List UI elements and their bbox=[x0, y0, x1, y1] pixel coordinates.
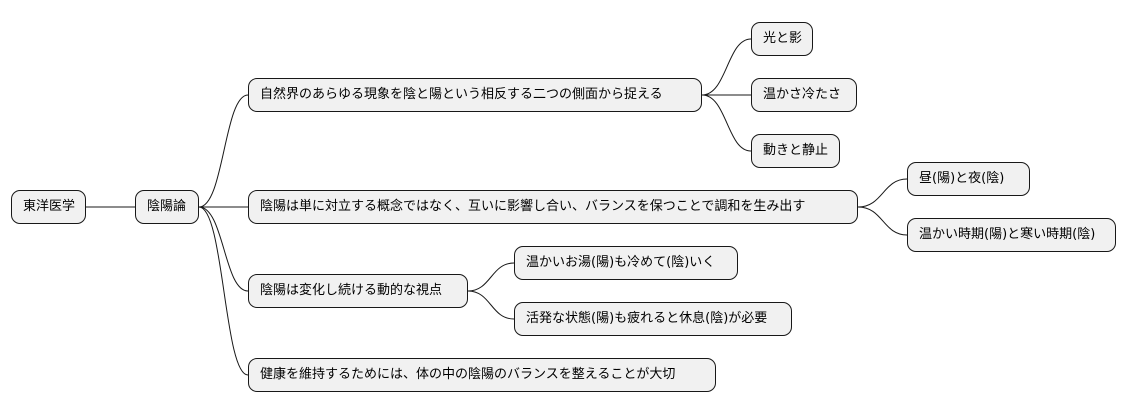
node-branch-3: 陰陽は変化し続ける動的な視点 bbox=[248, 274, 468, 308]
edge-topic-branch-4 bbox=[198, 206, 249, 376]
node-branch-2-leaf-2: 温かい時期(陽)と寒い時期(陰) bbox=[907, 218, 1116, 252]
edge-topic-branch-3 bbox=[198, 206, 249, 292]
node-branch-2-leaf-1: 昼(陽)と夜(陰) bbox=[907, 162, 1030, 196]
node-branch-1-leaf-3: 動きと静止 bbox=[751, 134, 840, 168]
node-topic: 陰陽論 bbox=[135, 190, 199, 224]
edge-branch-3-leaf-1 bbox=[467, 262, 515, 292]
node-branch-4: 健康を維持するためには、体の中の陰陽のバランスを整えることが大切 bbox=[248, 358, 716, 392]
edge-branch-3-leaf-2 bbox=[467, 290, 515, 320]
edge-topic-branch-1 bbox=[198, 94, 249, 208]
edge-branch-1-leaf-1 bbox=[701, 38, 752, 96]
node-branch-2: 陰陽は単に対立する概念ではなく、互いに影響し合い、バランスを保つことで調和を生み… bbox=[248, 190, 858, 224]
node-branch-1-leaf-2: 温かさ冷たさ bbox=[751, 78, 857, 112]
edge-branch-2-leaf-2 bbox=[857, 206, 908, 236]
node-branch-3-leaf-1: 温かいお湯(陽)も冷めて(陰)いく bbox=[514, 246, 738, 280]
node-branch-1: 自然界のあらゆる現象を陰と陽という相反する二つの側面から捉える bbox=[248, 78, 702, 112]
node-root: 東洋医学 bbox=[11, 190, 86, 224]
node-branch-3-leaf-2: 活発な状態(陽)も疲れると休息(陰)が必要 bbox=[514, 302, 792, 336]
node-branch-1-leaf-1: 光と影 bbox=[751, 22, 813, 56]
edge-branch-1-leaf-3 bbox=[701, 94, 752, 152]
edge-branch-2-leaf-1 bbox=[857, 178, 908, 208]
